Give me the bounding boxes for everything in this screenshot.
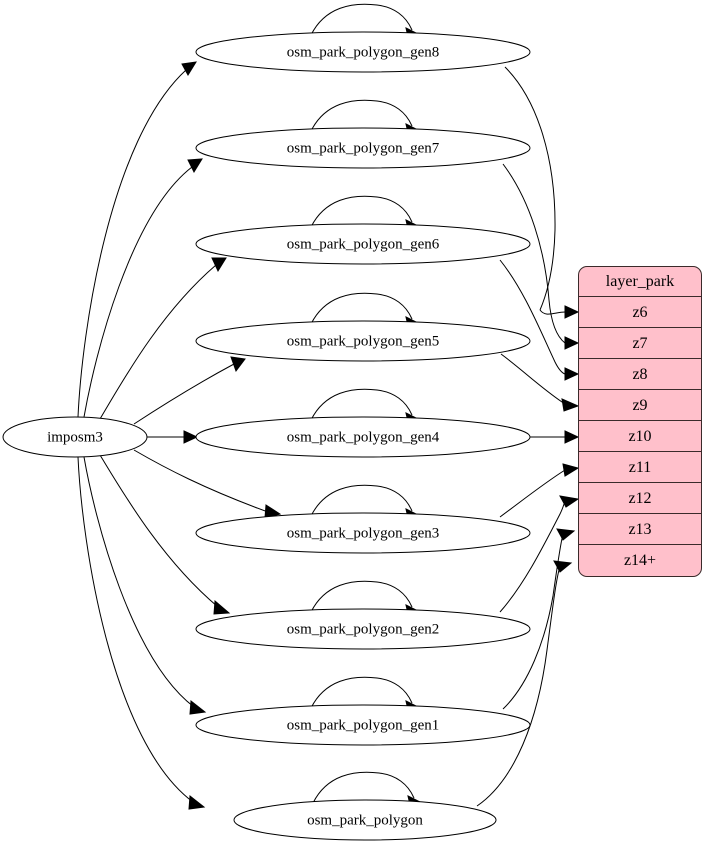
table-row-z7[interactable]: z7 xyxy=(579,328,701,359)
node-gen4-shape[interactable] xyxy=(195,416,531,458)
node-gen1-shape[interactable] xyxy=(195,704,531,746)
edge-imposm3-to-base xyxy=(77,456,194,803)
edge-imposm3-to-gen3 xyxy=(133,449,269,513)
arrowhead-gen6-to-z8 xyxy=(564,367,580,381)
edge-gen5-to-z9 xyxy=(500,353,566,405)
edge-group-self-loops xyxy=(310,3,421,810)
node-osm-park-polygon[interactable]: osm_park_polygon xyxy=(233,799,497,841)
node-gen5-label: osm_park_polygon_gen5 xyxy=(287,333,439,349)
edge-imposm3-to-gen7 xyxy=(83,166,193,418)
table-row-z9[interactable]: z9 xyxy=(579,390,701,421)
arrowhead-gen8-to-z6 xyxy=(564,305,580,319)
node-osm-park-polygon-gen8[interactable]: osm_park_polygon_gen8 xyxy=(195,31,531,73)
self-loop-gen2 xyxy=(310,580,413,613)
table-row-z8[interactable]: z8 xyxy=(579,359,701,390)
node-base-shape[interactable] xyxy=(233,799,497,841)
layer-park-table[interactable]: layer_park z6 z7 z8 z9 z10 z11 z12 z13 z… xyxy=(578,266,702,577)
node-osm-park-polygon-gen2[interactable]: osm_park_polygon_gen2 xyxy=(195,608,531,650)
edge-imposm3-to-gen1 xyxy=(83,456,195,708)
node-gen2-label: osm_park_polygon_gen2 xyxy=(287,621,439,637)
table-row-z12[interactable]: z12 xyxy=(579,483,701,514)
arrowhead-gen7-to-z7 xyxy=(564,336,580,350)
node-gen6-shape[interactable] xyxy=(195,223,531,265)
node-osm-park-polygon-gen7[interactable]: osm_park_polygon_gen7 xyxy=(195,127,531,169)
node-osm-park-polygon-gen6[interactable]: osm_park_polygon_gen6 xyxy=(195,223,531,265)
node-base-label: osm_park_polygon xyxy=(307,812,423,828)
node-imposm3-shape[interactable] xyxy=(2,416,148,458)
self-loop-gen8 xyxy=(310,3,413,36)
arrowhead-imposm3-to-gen4 xyxy=(183,430,199,444)
table-row-z11[interactable]: z11 xyxy=(579,452,701,483)
self-loop-gen3 xyxy=(310,484,413,517)
table-row-z13[interactable]: z13 xyxy=(579,514,701,545)
arrowhead-gen1-to-z13 xyxy=(556,528,576,541)
table-row-z10[interactable]: z10 xyxy=(579,421,701,452)
edge-gen8-to-z6 xyxy=(504,66,556,311)
node-gen8-label: osm_park_polygon_gen8 xyxy=(287,44,439,60)
arrowhead-gen5-to-z9 xyxy=(561,398,580,412)
node-osm-park-polygon-gen1[interactable]: osm_park_polygon_gen1 xyxy=(195,704,531,746)
node-gen7-shape[interactable] xyxy=(195,127,531,169)
arrowhead-base-to-z14p xyxy=(553,560,573,573)
edge-base-to-z14p xyxy=(476,565,561,807)
edge-gen3-to-z11 xyxy=(499,469,566,518)
edge-imposm3-to-gen5 xyxy=(133,363,235,425)
edge-group-imposm3-out xyxy=(77,61,282,810)
self-loop-gen1 xyxy=(310,676,413,709)
node-gen6-label: osm_park_polygon_gen6 xyxy=(287,236,440,252)
node-imposm3[interactable]: imposm3 xyxy=(2,416,148,458)
arrowhead-imposm3-to-gen7 xyxy=(187,158,203,174)
arrowhead-gen4-to-z10 xyxy=(564,430,580,444)
edge-gen6-to-z8 xyxy=(499,259,566,375)
self-loop-gen6 xyxy=(310,195,413,228)
node-gen2-shape[interactable] xyxy=(195,608,531,650)
arrowhead-gen2-to-z12 xyxy=(559,495,580,508)
arrowhead-imposm3-to-base xyxy=(188,795,206,810)
self-loop-gen5 xyxy=(310,292,413,325)
edge-imposm3-to-gen2 xyxy=(99,454,219,608)
arrowhead-gen3-to-z11 xyxy=(562,463,580,477)
edge-gen8-to-z6-tail xyxy=(539,309,566,315)
table-row-z14p[interactable]: z14+ xyxy=(623,552,657,569)
node-gen8-shape[interactable] xyxy=(195,31,531,73)
node-gen7-label: osm_park_polygon_gen7 xyxy=(287,140,440,156)
arrowhead-imposm3-to-gen1 xyxy=(189,700,207,715)
node-osm-park-polygon-gen5[interactable]: osm_park_polygon_gen5 xyxy=(195,320,531,362)
arrowhead-imposm3-to-gen6 xyxy=(211,257,227,273)
self-loop-base xyxy=(312,771,415,804)
node-osm-park-polygon-gen3[interactable]: osm_park_polygon_gen3 xyxy=(195,512,531,554)
self-loop-gen7 xyxy=(310,99,413,132)
edge-gen7-to-z7 xyxy=(502,163,566,344)
node-osm-park-polygon-gen4[interactable]: osm_park_polygon_gen4 xyxy=(195,416,531,458)
arrowhead-imposm3-to-gen2 xyxy=(213,599,231,615)
edge-imposm3-to-gen6 xyxy=(99,264,217,420)
arrowhead-imposm3-to-gen8 xyxy=(181,61,197,76)
edge-group-to-table xyxy=(476,66,580,807)
edge-gen1-to-z13 xyxy=(502,533,564,710)
edge-gen2-to-z12 xyxy=(499,500,566,613)
node-gen3-shape[interactable] xyxy=(195,512,531,554)
self-loop-gen4 xyxy=(310,388,413,421)
node-gen4-label: osm_park_polygon_gen4 xyxy=(287,429,440,445)
node-gen1-label: osm_park_polygon_gen1 xyxy=(287,717,439,733)
node-gen5-shape[interactable] xyxy=(195,320,531,362)
edge-imposm3-to-gen8 xyxy=(77,69,187,418)
node-gen3-label: osm_park_polygon_gen3 xyxy=(287,525,439,541)
arrowhead-imposm3-to-gen5 xyxy=(230,356,246,373)
table-row-z6[interactable]: z6 xyxy=(579,297,701,328)
node-imposm3-label: imposm3 xyxy=(47,429,103,445)
layer-park-table-header: layer_park xyxy=(579,267,701,297)
